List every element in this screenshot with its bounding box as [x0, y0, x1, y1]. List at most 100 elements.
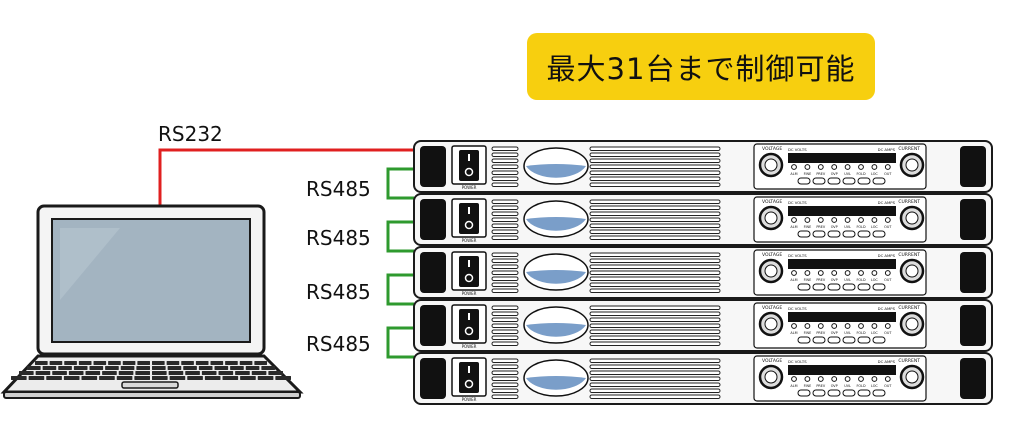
indicator-label-out: OUT [884, 278, 892, 282]
push-button [827, 336, 841, 344]
voltage-knob-cap [764, 317, 778, 331]
push-button [872, 230, 886, 238]
vent-slot [589, 258, 721, 263]
key [102, 371, 117, 375]
display-window-fill [526, 217, 586, 231]
vent-slot [491, 264, 519, 269]
rs232-cable [158, 148, 414, 206]
vent-slot [491, 229, 519, 234]
indicator-led [844, 217, 851, 223]
power-label: POWER [462, 344, 477, 349]
cables [158, 148, 414, 359]
key [120, 366, 135, 370]
push-button [812, 389, 826, 397]
vent-slot [491, 364, 519, 369]
indicator-label-out: OUT [884, 172, 892, 176]
power-off-mark [464, 326, 474, 336]
rs485-cable-3 [386, 273, 414, 306]
key [73, 366, 88, 370]
key [46, 376, 62, 380]
key [42, 366, 57, 370]
vent-slot [491, 223, 519, 228]
vent-slot [491, 394, 519, 399]
rs485-label-4: RS485 [306, 332, 371, 356]
indicator-led [871, 270, 878, 276]
push-button [812, 336, 826, 344]
indicator-led [871, 217, 878, 223]
key [152, 371, 167, 375]
rs485-label-2: RS485 [306, 226, 371, 250]
power-off-mark [464, 273, 474, 283]
push-button [842, 230, 856, 238]
vent-slot [491, 182, 519, 187]
amps-label: DC AMPS [878, 306, 896, 311]
key [93, 361, 107, 365]
indicator-label-prev: PREV [816, 331, 826, 335]
indicator-led [804, 323, 811, 329]
vent-slot [491, 282, 519, 287]
key [187, 376, 203, 380]
indicator-led [791, 270, 797, 276]
indicator-label-out: OUT [884, 225, 892, 229]
max-units-callout: 最大31台まで制御可能 [527, 33, 875, 100]
vent-slot [589, 358, 721, 363]
readout-display [788, 206, 896, 216]
key [134, 376, 150, 380]
key [19, 371, 34, 375]
indicator-led [844, 164, 851, 170]
key [185, 371, 200, 375]
rack-ear-right [960, 358, 986, 399]
vent-slot [491, 235, 519, 240]
key [152, 361, 165, 365]
vent-slot [491, 152, 519, 157]
power-switch [459, 362, 479, 393]
indicator-led [884, 323, 891, 329]
indicator-led [858, 270, 864, 276]
indicator-label-prev: PREV [816, 172, 826, 176]
rs485-label-3: RS485 [306, 280, 371, 304]
vent-slot [491, 311, 519, 316]
indicator-label-loc: LOC [871, 384, 878, 388]
rack-ear-right [960, 252, 986, 293]
indicator-label-fine: FINE [804, 278, 812, 282]
key [251, 371, 267, 375]
key [68, 371, 84, 375]
readout-display [788, 312, 896, 322]
push-button [842, 389, 856, 397]
rs232-label: RS232 [158, 122, 223, 146]
key [78, 361, 92, 365]
vent-slot [491, 146, 519, 151]
indicator-led [831, 217, 838, 223]
vent-slot [491, 341, 519, 346]
indicator-label-loc: LOC [871, 225, 878, 229]
key [225, 361, 238, 365]
push-button [812, 283, 826, 291]
key [240, 376, 256, 380]
vent-slot [589, 264, 721, 269]
indicator-label-ovp: OVP [831, 225, 838, 229]
indicator-label-prev: PREV [816, 225, 826, 229]
rs485-cable-1 [386, 167, 414, 200]
vent-slot [589, 211, 721, 216]
vent-slot [589, 335, 721, 340]
rack-ear-left [420, 358, 446, 399]
voltage-knob-cap [764, 370, 778, 384]
push-button [797, 389, 811, 397]
key [116, 376, 133, 380]
push-button [827, 283, 841, 291]
volts-label: DC VOLTS [788, 306, 807, 311]
key [35, 361, 48, 365]
push-button [842, 283, 856, 291]
vent-slot [589, 152, 721, 157]
indicator-label-fold: FOLD [856, 278, 866, 282]
push-button [812, 177, 826, 185]
push-button [797, 283, 811, 291]
vent-slot [589, 382, 721, 387]
indicator-label-alm: ALM [790, 331, 797, 335]
indicator-led [831, 323, 838, 329]
indicator-led [804, 270, 811, 276]
key [181, 361, 194, 365]
key [166, 361, 180, 365]
